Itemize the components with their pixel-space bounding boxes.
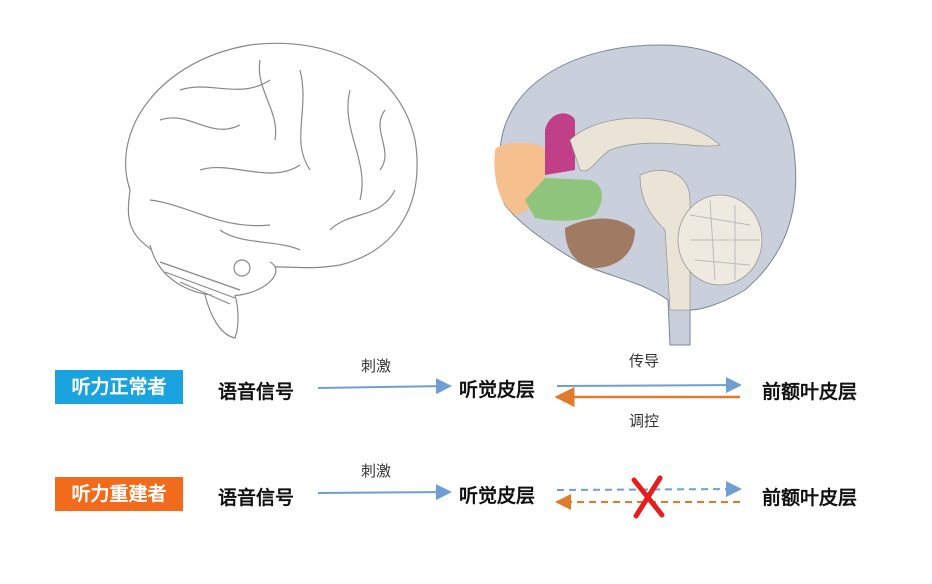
stimulus-arrow-row1 — [317, 378, 452, 395]
auditory-cortex-node: 听觉皮层 — [459, 485, 536, 507]
group-badge-reconstructed: 听力重建者 — [55, 477, 183, 511]
prefrontal-cortex-node: 前额叶皮层 — [762, 381, 858, 403]
x-mark-icon — [631, 475, 665, 519]
group-badge-normal: 听力正常者 — [55, 370, 183, 404]
conduction-arrow — [556, 377, 742, 394]
brain-sagittal-section-icon — [494, 44, 797, 346]
stimulus-label: 刺激 — [361, 462, 392, 480]
broken-conduction-arrow — [556, 481, 742, 498]
stimulus-arrow-row2 — [317, 484, 452, 501]
regulation-label: 调控 — [629, 412, 660, 430]
stimulus-label: 刺激 — [361, 357, 392, 375]
auditory-cortex-node: 听觉皮层 — [459, 379, 536, 401]
conduction-label: 传导 — [629, 352, 660, 370]
source-node: 语音信号 — [218, 381, 295, 403]
source-node: 语音信号 — [218, 487, 295, 509]
prefrontal-cortex-node: 前额叶皮层 — [762, 487, 858, 509]
brain-lateral-outline-icon — [125, 42, 418, 339]
